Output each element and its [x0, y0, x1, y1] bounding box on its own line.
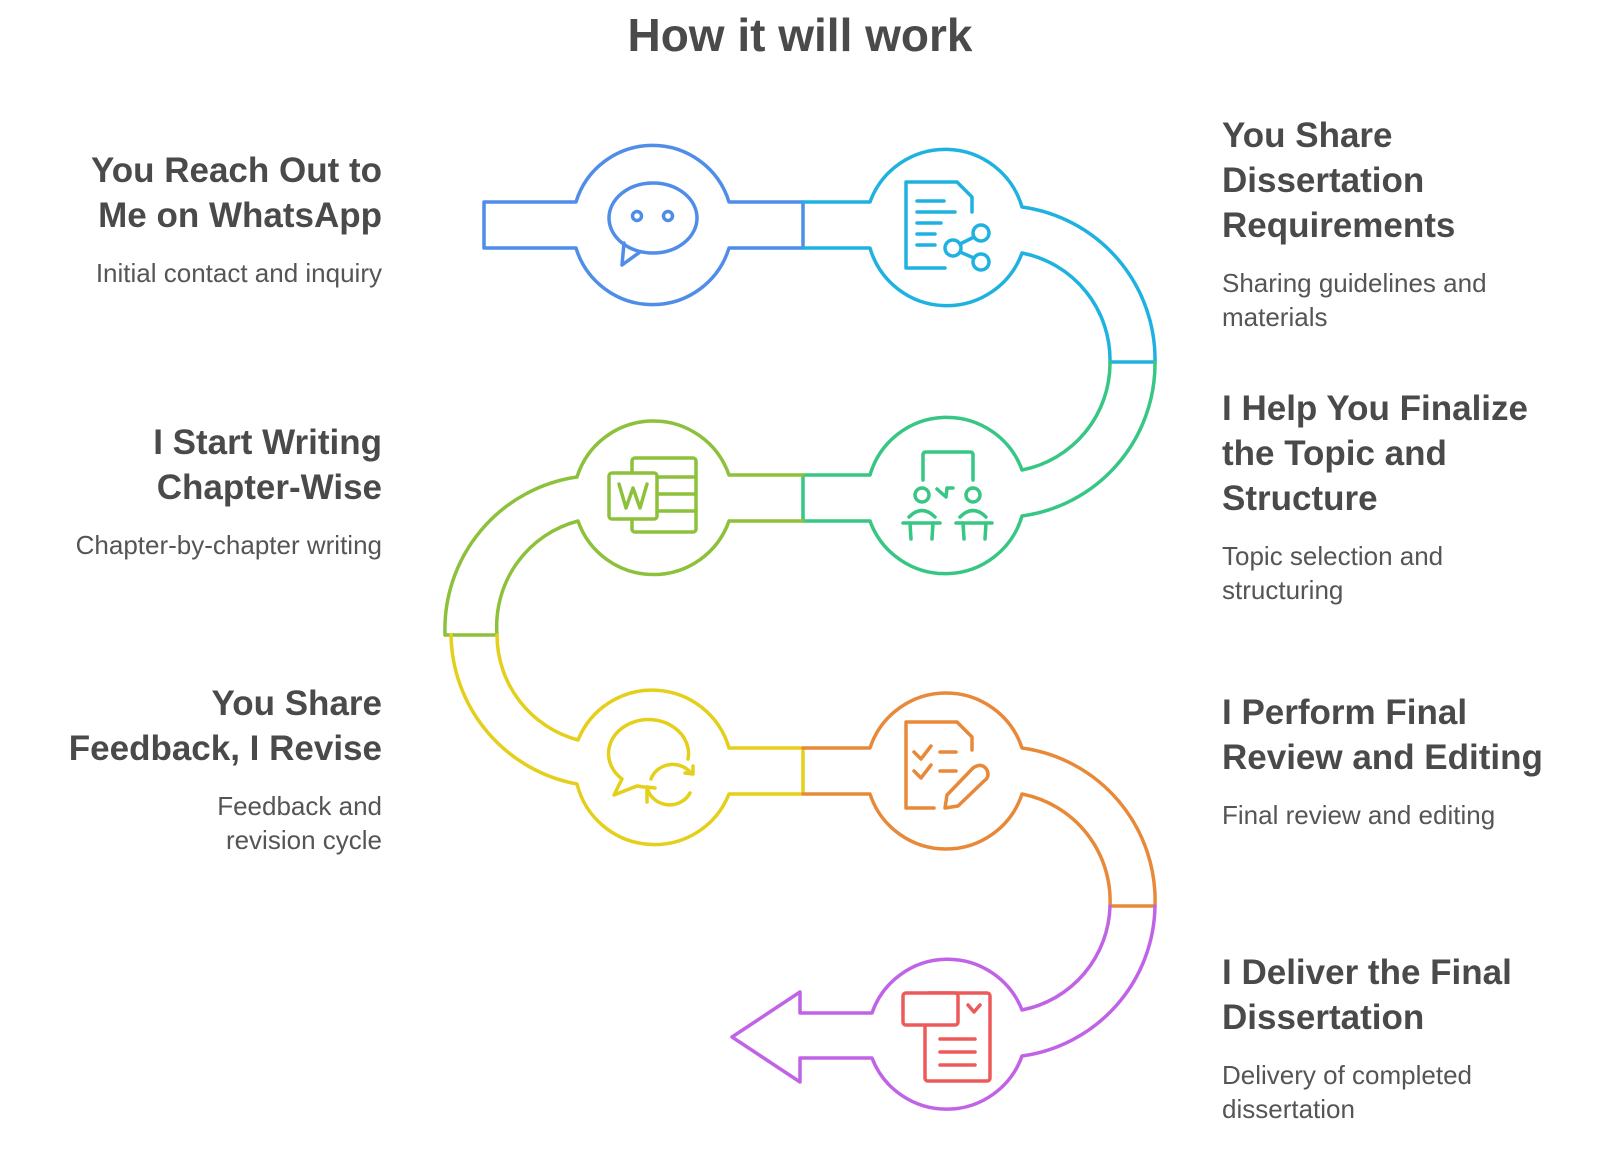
step-4-label: I Start Writing Chapter-Wise Chapter-by-… [42, 420, 382, 562]
word-document-icon [607, 456, 698, 534]
step-3-path-segment [801, 360, 1157, 576]
step-4-path-segment [443, 419, 805, 637]
step-7-label: I Deliver the Final Dissertation Deliver… [1222, 950, 1542, 1126]
step-5-path-segment [449, 633, 805, 847]
step-7-path-segment [730, 904, 1157, 1111]
step-1-description: Initial contact and inquiry [95, 258, 382, 288]
step-7-description: Delivery of completed dissertation [1222, 1060, 1472, 1124]
feedback-cycle-icon [606, 717, 695, 807]
step-6-description: Final review and editing [1222, 800, 1496, 830]
step-3-description: Topic selection and structuring [1222, 541, 1444, 605]
step-6-label: I Perform Final Review and Editing Final… [1222, 690, 1582, 832]
meeting-icon [901, 450, 994, 541]
document-share-icon [904, 180, 991, 272]
step-6-title: I Perform Final Review and Editing [1222, 693, 1543, 777]
step-2-path-segment [801, 147, 1157, 364]
step-5-label: You Share Feedback, I Revise Feedback an… [42, 681, 382, 857]
delivery-document-icon [901, 991, 992, 1083]
step-1-title: You Reach Out to Me on WhatsApp [90, 151, 382, 235]
step-2-title: You Share Dissertation Requirements [1222, 116, 1456, 245]
step-5-description: Feedback and revision cycle [217, 791, 382, 855]
page-title: How it will work [627, 9, 973, 61]
step-6-path-segment [801, 691, 1157, 908]
checklist-edit-icon [904, 720, 990, 810]
step-4-description: Chapter-by-chapter writing [75, 530, 382, 560]
step-2-description: Sharing guidelines and materials [1222, 268, 1487, 332]
step-1-label: You Reach Out to Me on WhatsApp Initial … [42, 148, 382, 290]
step-1-path-segment [482, 143, 805, 307]
step-3-label: I Help You Finalize the Topic and Struct… [1222, 386, 1552, 607]
chat-bubble-icon [607, 181, 699, 267]
step-2-label: You Share Dissertation Requirements Shar… [1222, 113, 1562, 334]
step-5-title: You Share Feedback, I Revise [68, 684, 382, 768]
step-7-title: I Deliver the Final Dissertation [1222, 953, 1512, 1037]
step-3-title: I Help You Finalize the Topic and Struct… [1222, 389, 1528, 518]
step-4-title: I Start Writing Chapter-Wise [153, 423, 382, 507]
